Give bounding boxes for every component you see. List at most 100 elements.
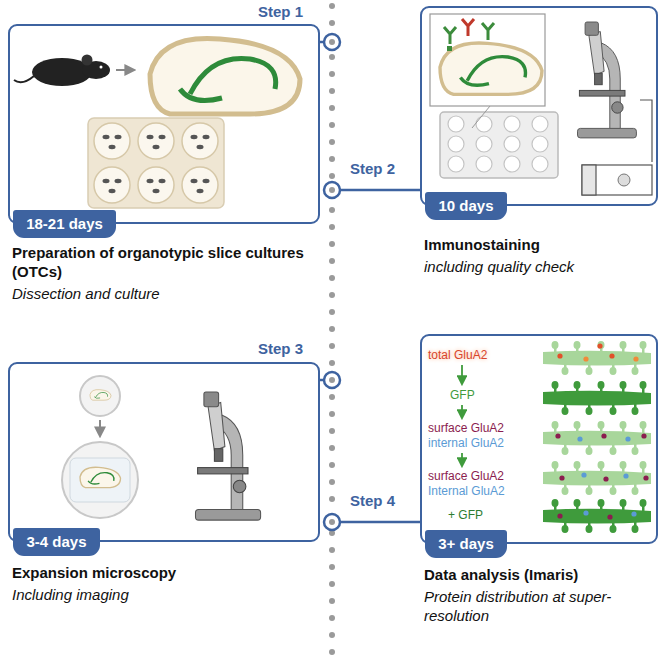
- six-well-plate-part-part: [138, 167, 174, 203]
- channel-label: GFP: [450, 388, 475, 402]
- timeline-dots-part: [329, 462, 335, 468]
- timeline-dots-part: [329, 377, 335, 383]
- six-well-plate-part-part: [109, 145, 116, 149]
- timeline-dots-part: [329, 309, 335, 315]
- six-well-plate-part-part: [159, 179, 166, 183]
- petri-dish-expanded-part: [70, 458, 130, 502]
- six-well-plate-part-part: [191, 179, 198, 183]
- six-well-plate-part: [94, 123, 218, 203]
- channel-label: surface GluA2: [428, 469, 504, 483]
- petri-dish-expanded-part: [80, 467, 121, 487]
- workflow-arrows-part: [461, 405, 463, 418]
- twelve-well-plate-part-part: [532, 116, 548, 132]
- timeline-dots-part: [329, 445, 335, 451]
- petri-dish-small-part: [80, 376, 120, 416]
- protein-puncta-part: [583, 510, 588, 515]
- twelve-well-plate-part: [440, 112, 558, 178]
- step-subtitle: Protein distribution at super-resolution: [424, 588, 656, 626]
- protein-puncta-part: [643, 475, 648, 480]
- twelve-well-plate-part-part: [504, 136, 520, 152]
- step-panel: Preparation of organotypic slice culture…: [8, 24, 320, 224]
- glass-slide-part: [618, 174, 630, 186]
- step-caption: Preparation of organotypic slice culture…: [12, 244, 312, 303]
- step-subtitle: including quality check: [424, 258, 656, 277]
- mouse-icon-part: [82, 55, 93, 66]
- six-well-plate-part-part: [203, 135, 210, 139]
- step-caption: Data analysis (Imaris)Protein distributi…: [424, 566, 656, 625]
- six-well-plate-part-part: [147, 179, 154, 183]
- six-well-plate-part-part: [94, 167, 130, 203]
- petri-dish-small-part: [90, 390, 111, 401]
- twelve-well-plate-part: [448, 116, 548, 172]
- twelve-well-plate-part-part: [476, 116, 492, 132]
- six-well-plate-part-part: [153, 145, 160, 149]
- step-label: Step 4: [350, 492, 395, 509]
- six-well-plate-part: [88, 118, 224, 208]
- inset-view-part: [440, 43, 542, 94]
- protein-puncta-part: [577, 436, 582, 441]
- petri-dish-expanded-part: [62, 442, 138, 518]
- timeline-dots-part: [329, 360, 335, 366]
- six-well-plate-part-part: [197, 145, 204, 149]
- duration-text: 10 days: [438, 197, 493, 214]
- dendrite-renderings: [543, 341, 651, 533]
- step-connector-lines-part: [340, 521, 420, 524]
- six-well-plate-part-part: [103, 179, 110, 183]
- protein-puncta-part: [559, 475, 564, 480]
- six-well-plate-part-part: [153, 189, 160, 193]
- protein-puncta-part: [597, 343, 602, 348]
- process-arrow: [116, 69, 134, 71]
- timeline-dots-part: [329, 598, 335, 604]
- protein-puncta-part: [625, 436, 630, 441]
- timeline-dots-part: [329, 479, 335, 485]
- timeline-dots: [329, 3, 335, 655]
- six-well-plate-part-part: [182, 123, 218, 159]
- timeline-dots-part: [329, 241, 335, 247]
- channel-label: surface GluA2: [428, 421, 504, 435]
- microscope-leader: [640, 100, 652, 162]
- step-subtitle: Including imaging: [12, 586, 312, 605]
- timeline-dots-part: [329, 71, 335, 77]
- dendrite-renderings-part: [543, 421, 651, 455]
- timeline-dots-part: [329, 54, 335, 60]
- microscope-icon: [196, 392, 261, 520]
- step-circle-centers-part: [329, 187, 335, 193]
- inset-view-part: [447, 46, 452, 51]
- twelve-well-plate-part-part: [532, 136, 548, 152]
- six-well-plate-part-part: [197, 189, 204, 193]
- step-circle-centers-part: [329, 39, 335, 45]
- step-circle-centers-part: [329, 377, 335, 383]
- expansion-arrow: [99, 420, 101, 436]
- step-circles-part: [324, 182, 340, 198]
- protein-puncta-part: [631, 511, 636, 516]
- twelve-well-plate-part-part: [448, 156, 464, 172]
- step-label: Step 2: [350, 160, 395, 177]
- six-well-plate-part-part: [159, 135, 166, 139]
- twelve-well-plate-part-part: [448, 116, 464, 132]
- channel-label: Internal GluA2: [428, 484, 505, 498]
- duration-badge: 10 days: [425, 192, 507, 220]
- protein-puncta-part: [557, 513, 562, 518]
- timeline-dots-part: [329, 547, 335, 553]
- timeline-dots-part: [329, 224, 335, 230]
- duration-text: 18-21 days: [26, 215, 103, 232]
- timeline-dots-part: [329, 394, 335, 400]
- petri-dish-expanded: [62, 442, 138, 518]
- dendrite-renderings-part: [543, 341, 651, 375]
- twelve-well-plate: [440, 112, 558, 178]
- timeline-dots-part: [329, 122, 335, 128]
- duration-badge: 3-4 days: [13, 528, 100, 556]
- six-well-plate-part-part: [191, 135, 198, 139]
- six-well-plate: [88, 118, 224, 208]
- timeline-dots-part: [329, 3, 335, 9]
- twelve-well-plate-part-part: [476, 156, 492, 172]
- protein-puncta-part: [603, 476, 608, 481]
- timeline-dots-part: [329, 564, 335, 570]
- twelve-well-plate-part-part: [448, 136, 464, 152]
- protein-puncta-part: [557, 353, 562, 358]
- step-circles: [324, 34, 340, 530]
- timeline-dots-part: [329, 20, 335, 26]
- protein-puncta-part: [623, 473, 628, 478]
- six-well-plate-part-part: [182, 167, 218, 203]
- workflow-arrows: [461, 365, 463, 466]
